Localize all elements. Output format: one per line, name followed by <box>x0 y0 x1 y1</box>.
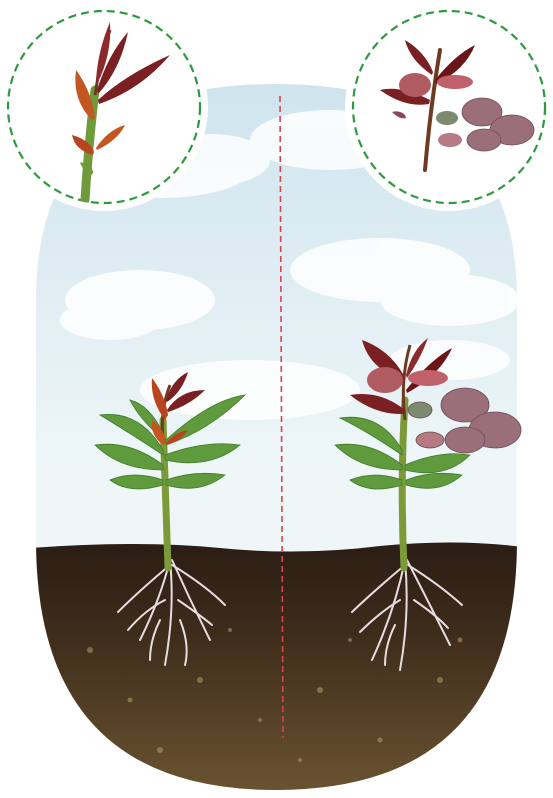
left-inset <box>0 3 208 211</box>
soil <box>30 542 530 798</box>
right-inset <box>345 3 553 211</box>
right-stem <box>402 400 405 568</box>
